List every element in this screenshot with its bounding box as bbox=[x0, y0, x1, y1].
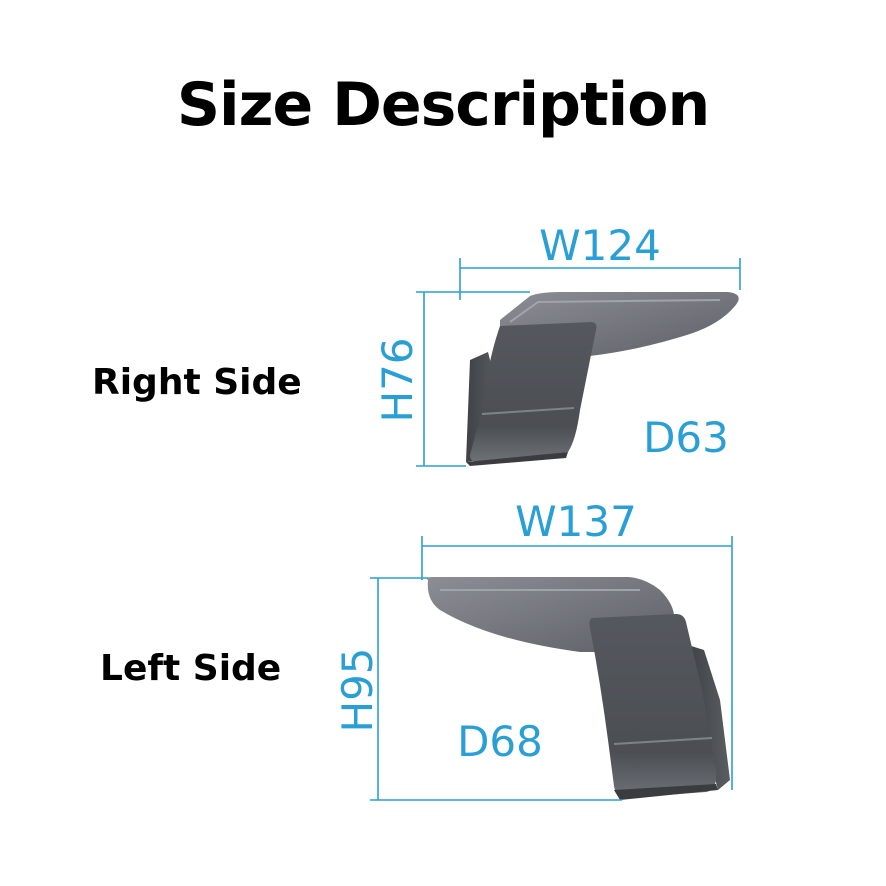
right-side-label: Right Side bbox=[92, 362, 302, 403]
right-side-dimensions: W124 H76 D63 bbox=[373, 221, 741, 467]
right-height-label: H76 bbox=[373, 337, 422, 422]
left-depth-label: D68 bbox=[457, 717, 543, 766]
right-depth-label: D63 bbox=[643, 413, 729, 462]
left-width-label: W137 bbox=[515, 497, 637, 546]
right-width-label: W124 bbox=[539, 221, 661, 270]
left-side-dimensions: W137 H95 D68 bbox=[333, 497, 733, 801]
right-side-product bbox=[466, 292, 739, 466]
page-title: Size Description bbox=[176, 70, 710, 140]
left-height-label: H95 bbox=[333, 647, 382, 732]
left-side-product bbox=[426, 577, 730, 800]
left-side-label: Left Side bbox=[100, 648, 282, 689]
